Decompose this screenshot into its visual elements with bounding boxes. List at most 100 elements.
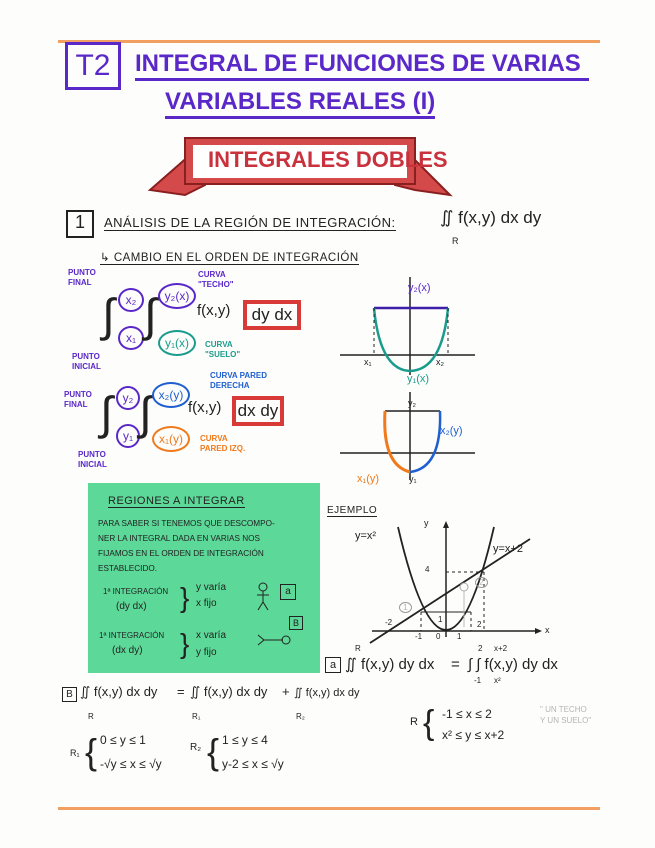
row-a-label: 1ª INTEGRACIÓN bbox=[103, 587, 169, 596]
graph2-y2: y₂ bbox=[408, 398, 416, 408]
row-b-tag: B bbox=[289, 616, 303, 630]
part-a-R: R bbox=[410, 716, 418, 728]
stick-figure-icon bbox=[257, 582, 269, 611]
regiones-text: PARA SABER SI TENEMOS QUE DESCOMPO- NER … bbox=[98, 516, 275, 576]
row-a-line1: y varía bbox=[196, 582, 227, 593]
part-a-cond1: -1 ≤ x ≤ 2 bbox=[442, 707, 492, 721]
part-a-equals: = bbox=[451, 656, 460, 673]
part-a-cond2: x² ≤ y ≤ x+2 bbox=[442, 728, 505, 742]
row-a-brace: } bbox=[180, 582, 190, 613]
row-a-order: (dy dx) bbox=[116, 601, 147, 612]
banner-ribbon bbox=[147, 137, 453, 197]
tick-x: 0 bbox=[436, 632, 441, 641]
section-subheading: ↳ CAMBIO EN EL ORDEN DE INTEGRACIÓN bbox=[100, 252, 359, 265]
R1-brace: { bbox=[85, 731, 98, 772]
curve-label-parabola: y=x² bbox=[355, 530, 377, 542]
note-line1: " UN TECHO bbox=[540, 705, 587, 714]
graph-dxdy-region bbox=[340, 392, 475, 480]
page-top-edge bbox=[58, 40, 600, 43]
regiones-title: REGIONES A INTEGRAR bbox=[108, 495, 245, 508]
upper-limit-x2: x₂ bbox=[118, 288, 144, 312]
regiones-text-line: NER LA INTEGRAL DADA EN VARIAS NOS bbox=[98, 534, 260, 543]
horizontal-arrow-figure-icon bbox=[257, 634, 291, 646]
part-a-brace: { bbox=[423, 704, 435, 742]
part-a-tag: a bbox=[325, 657, 341, 673]
R2-label: R₂ bbox=[190, 742, 202, 753]
title-line-2: VARIABLES REALES (I) bbox=[165, 88, 436, 119]
row-b-order: (dx dy) bbox=[112, 645, 143, 656]
row-b-brace: } bbox=[180, 628, 190, 659]
ejemplo-title: EJEMPLO bbox=[327, 505, 378, 517]
regiones-box bbox=[88, 483, 320, 673]
izq-label: CURVA PARED IZQ. bbox=[200, 434, 246, 453]
graph1-top-label: y₂(x) bbox=[408, 282, 431, 294]
row-b-label: 1ª INTEGRACIÓN bbox=[99, 631, 165, 640]
row-a-line2: x fijo bbox=[196, 598, 217, 609]
region-2-label: 2 bbox=[475, 577, 488, 588]
graph-dydx-region bbox=[340, 277, 475, 375]
row-a-tag: a bbox=[280, 584, 296, 600]
graph1-x1: x₁ bbox=[364, 357, 372, 367]
integrand-2: f(x,y) bbox=[188, 399, 222, 416]
outer-upper: 2 bbox=[478, 644, 483, 653]
tick-x: 1 bbox=[457, 632, 462, 641]
tick-x: -1 bbox=[415, 632, 423, 641]
section-integral-region: R bbox=[452, 236, 459, 246]
graph2-left-label: x₁(y) bbox=[357, 473, 380, 485]
section-integral: ∬ f(x,y) dx dy bbox=[440, 208, 542, 227]
inner-upper: x+2 bbox=[494, 644, 508, 653]
part-a-lhs-region: R bbox=[355, 644, 361, 653]
lower-limit-x1y: x₁(y) bbox=[152, 426, 190, 452]
upper-limit-y2: y₂ bbox=[116, 386, 140, 410]
derecha-label: CURVA PARED DERECHA bbox=[210, 371, 268, 390]
suelo-label: CURVA "SUELO" bbox=[205, 340, 241, 359]
regiones-text-line: PARA SABER SI TENEMOS QUE DESCOMPO- bbox=[98, 519, 275, 528]
punto-inicial-label-2: PUNTO INICIAL bbox=[78, 450, 107, 469]
part-b-lhs: ∬ f(x,y) dx dy bbox=[80, 684, 158, 699]
part-b-tag: B bbox=[62, 687, 77, 702]
lower-limit-x1: x₁ bbox=[118, 326, 144, 350]
tick-y: 1 bbox=[438, 615, 443, 624]
order-dxdy: dx dy bbox=[237, 401, 279, 420]
regiones-text-line: FIJAMOS EN EL ORDEN DE INTEGRACIÓN bbox=[98, 549, 264, 558]
techo-label: CURVA "TECHO" bbox=[198, 270, 234, 289]
R2-brace: { bbox=[207, 731, 220, 772]
inner-integral-sign-2: ∫ bbox=[139, 387, 152, 439]
graph1-bottom-label: y₁(x) bbox=[407, 373, 430, 385]
row-b-line2: y fijo bbox=[196, 647, 217, 658]
banner-title: INTEGRALES DOBLES bbox=[208, 147, 448, 172]
lower-limit-y1: y₁ bbox=[116, 424, 140, 448]
unit-label: T2 bbox=[75, 49, 111, 82]
row-b-line1: x varía bbox=[196, 630, 227, 641]
upper-limit-x2y: x₂(y) bbox=[152, 382, 190, 408]
part-b-equals: = bbox=[177, 684, 185, 699]
ejemplo-graph bbox=[369, 521, 542, 644]
tick-y: 4 bbox=[425, 565, 430, 574]
outer-integral-sign: ∫ bbox=[102, 289, 115, 341]
part-b-term2: ∬ f(x,y) dx dy bbox=[294, 687, 360, 699]
part-b-plus: + bbox=[282, 684, 290, 699]
part-b-term1-region: R₁ bbox=[192, 712, 201, 721]
part-a-lhs: ∬ f(x,y) dy dx bbox=[345, 656, 435, 673]
R1-cond1: 0 ≤ y ≤ 1 bbox=[100, 733, 146, 747]
R2-cond1: 1 ≤ y ≤ 4 bbox=[222, 733, 268, 747]
R2-cond2: y-2 ≤ x ≤ √y bbox=[222, 757, 284, 771]
order-dxdy-box: dx dy bbox=[232, 396, 284, 426]
upper-limit-y2x: y₂(x) bbox=[158, 283, 196, 309]
graph2-y1: y₁ bbox=[409, 474, 417, 484]
part-a-rhs: ∫ ∫ f(x,y) dy dx bbox=[468, 656, 558, 673]
outer-lower: -1 bbox=[474, 676, 482, 685]
punto-final-label: PUNTO FINAL bbox=[68, 268, 96, 287]
punto-final-label-2: PUNTO FINAL bbox=[64, 390, 92, 409]
R1-cond2: -√y ≤ x ≤ √y bbox=[100, 757, 162, 771]
page-bottom-edge bbox=[58, 807, 600, 810]
punto-inicial-label: PUNTO INICIAL bbox=[72, 352, 101, 371]
title-line-1: INTEGRAL DE FUNCIONES DE VARIAS bbox=[135, 50, 589, 81]
order-dydx: dy dx bbox=[251, 305, 293, 324]
integrand: f(x,y) bbox=[197, 302, 231, 319]
note-line2: Y UN SUELO" bbox=[540, 716, 592, 725]
R1-label: R₁ bbox=[70, 748, 80, 758]
y-axis-label: y bbox=[424, 518, 429, 528]
part-b-term1: ∬ f(x,y) dx dy bbox=[190, 684, 268, 699]
inner-integral-sign: ∫ bbox=[144, 289, 157, 341]
